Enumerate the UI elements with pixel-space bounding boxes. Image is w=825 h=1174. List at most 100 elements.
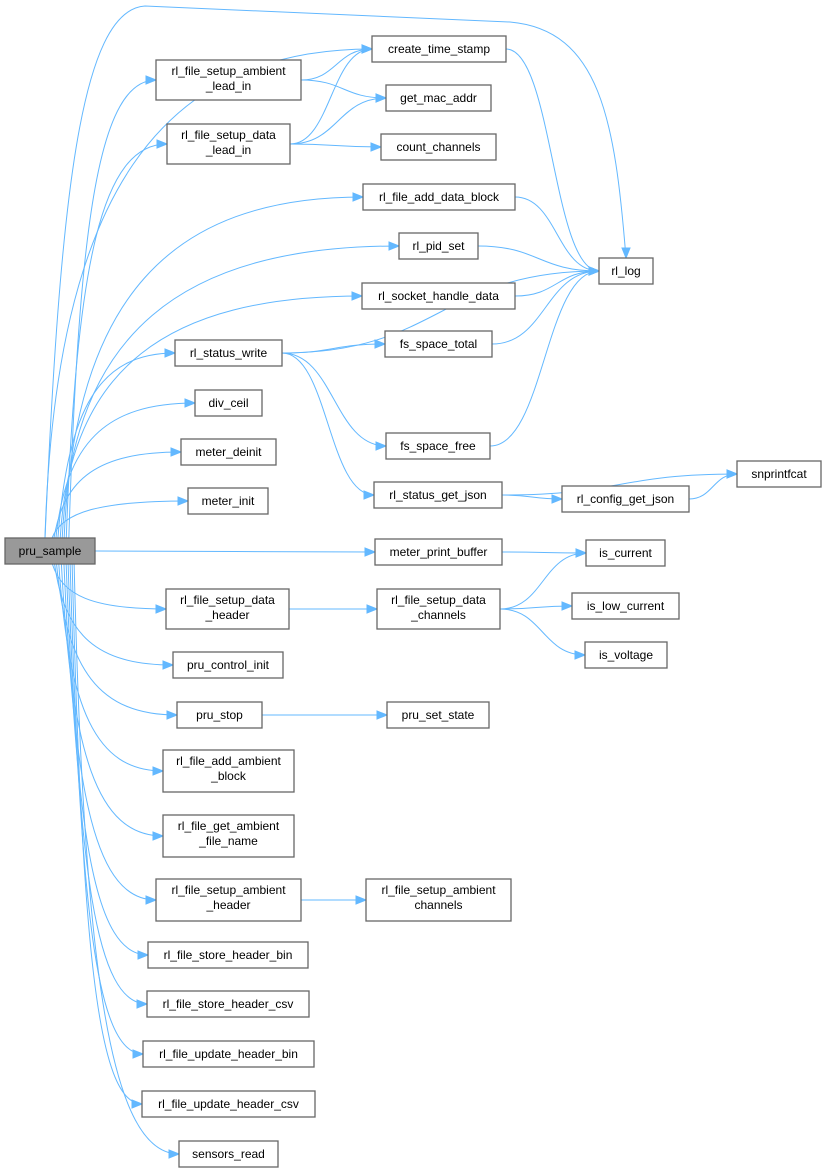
node-store-csv[interactable]: rl_file_store_header_csv xyxy=(146,990,310,1018)
node-is-low-current[interactable]: is_low_current xyxy=(571,592,680,620)
node-label: div_ceil xyxy=(208,396,248,410)
arrowhead-icon xyxy=(162,660,175,670)
arrowhead-icon xyxy=(137,950,150,960)
node-label: rl_file_store_header_csv xyxy=(163,997,294,1011)
node-meter-print[interactable]: meter_print_buffer xyxy=(374,538,503,566)
arrowhead-icon xyxy=(145,895,158,905)
node-label: _block xyxy=(210,769,247,783)
node-socket[interactable]: rl_socket_handle_data xyxy=(361,282,516,310)
node-snprintfcat[interactable]: snprintfcat xyxy=(736,460,822,488)
node-add-data-block[interactable]: rl_file_add_data_block xyxy=(362,183,516,211)
node-count-channels[interactable]: count_channels xyxy=(380,133,497,161)
node-meter-init[interactable]: meter_init xyxy=(187,487,269,515)
edge-amb_header-to-amb_channels xyxy=(300,895,368,905)
node-label: channels xyxy=(414,898,462,912)
node-box xyxy=(178,1140,279,1168)
node-label: rl_file_add_data_block xyxy=(379,190,500,204)
arrowhead-icon xyxy=(152,831,165,841)
node-store-bin[interactable]: rl_file_store_header_bin xyxy=(147,941,309,969)
node-fs-total[interactable]: fs_space_total xyxy=(384,330,493,358)
node-data-channels[interactable]: rl_file_setup_data_channels xyxy=(376,588,501,630)
node-add-amb-block[interactable]: rl_file_add_ambient_block xyxy=(162,749,295,793)
node-amb-header[interactable]: rl_file_setup_ambient_header xyxy=(155,878,302,922)
node-is-current[interactable]: is_current xyxy=(585,539,666,567)
node-label: rl_file_add_ambient xyxy=(176,754,281,768)
arrowhead-icon xyxy=(132,1049,145,1059)
node-amb-lead-in[interactable]: rl_file_setup_ambient_lead_in xyxy=(155,59,302,101)
edge-line xyxy=(55,402,196,539)
node-box xyxy=(155,59,302,101)
node-pru-control-init[interactable]: pru_control_init xyxy=(172,651,284,679)
arrowhead-icon xyxy=(588,266,601,276)
arrowhead-icon xyxy=(364,547,377,557)
edge-line xyxy=(289,48,373,145)
node-rl-log[interactable]: rl_log xyxy=(598,257,654,285)
node-data-lead-in[interactable]: rl_file_setup_data_lead_in xyxy=(166,123,291,165)
edge-pru_sample-to-meter_init xyxy=(51,496,190,539)
node-label: rl_file_setup_data xyxy=(180,593,275,607)
node-label: rl_status_get_json xyxy=(389,488,486,502)
edge-pru_stop-to-pru_set_state xyxy=(262,710,389,720)
arrowhead-icon xyxy=(166,710,179,720)
node-label: _channels xyxy=(410,608,466,622)
edge-line xyxy=(73,563,180,1155)
node-box xyxy=(376,588,501,630)
node-box xyxy=(180,438,277,466)
edge-line xyxy=(499,552,587,610)
node-div-ceil[interactable]: div_ceil xyxy=(194,389,263,417)
edge-line xyxy=(281,352,387,447)
node-box xyxy=(384,330,493,358)
arrowhead-icon xyxy=(164,348,177,358)
node-amb-file-name[interactable]: rl_file_get_ambient_file_name xyxy=(162,814,295,858)
node-status-json[interactable]: rl_status_get_json xyxy=(373,481,503,509)
edge-line xyxy=(58,563,164,772)
node-get-mac-addr[interactable]: get_mac_addr xyxy=(385,84,492,112)
arrowhead-icon xyxy=(136,999,149,1009)
node-label: snprintfcat xyxy=(751,467,807,481)
edge-config_json-to-snprintfcat xyxy=(688,469,739,500)
node-update-csv[interactable]: rl_file_update_header_csv xyxy=(141,1090,316,1118)
node-box xyxy=(386,701,490,729)
edge-add_data_block-to-rl_log xyxy=(514,196,601,276)
arrowhead-icon xyxy=(375,93,388,103)
arrowhead-icon xyxy=(361,44,374,54)
node-data-header[interactable]: rl_file_setup_data_header xyxy=(165,588,290,630)
node-fs-free[interactable]: fs_space_free xyxy=(385,432,491,460)
edge-pru_sample-to-sensors_read xyxy=(73,563,181,1159)
node-is-voltage[interactable]: is_voltage xyxy=(584,641,668,669)
edge-line xyxy=(505,48,600,272)
arrowhead-icon xyxy=(561,601,574,611)
node-label: _header xyxy=(204,608,249,622)
node-label: pru_set_state xyxy=(402,708,475,722)
edge-status_write-to-fs_free xyxy=(281,352,388,451)
edge-meter_print-to-is_current xyxy=(501,548,588,558)
node-box xyxy=(561,485,690,513)
node-meter-deinit[interactable]: meter_deinit xyxy=(180,438,277,466)
node-box xyxy=(385,432,491,460)
arrowhead-icon xyxy=(131,1099,144,1109)
edge-status_write-to-status_json xyxy=(281,352,376,500)
node-label: fs_space_total xyxy=(400,337,477,351)
node-pru-set-state[interactable]: pru_set_state xyxy=(386,701,490,729)
arrowhead-icon xyxy=(375,441,388,451)
node-label: rl_file_setup_ambient xyxy=(381,883,496,897)
node-label: _file_name xyxy=(198,834,258,848)
node-update-bin[interactable]: rl_file_update_header_bin xyxy=(142,1040,315,1068)
node-pid-set[interactable]: rl_pid_set xyxy=(398,232,479,260)
arrowhead-icon xyxy=(374,339,387,349)
node-pru-stop[interactable]: pru_stop xyxy=(176,701,263,729)
node-box xyxy=(147,941,309,969)
node-status-write[interactable]: rl_status_write xyxy=(174,339,283,367)
edge-line xyxy=(501,551,587,554)
edge-line xyxy=(281,352,375,496)
node-config-json[interactable]: rl_config_get_json xyxy=(561,485,690,513)
arrowhead-icon xyxy=(352,192,365,202)
node-pru-sample[interactable]: pru_sample xyxy=(4,537,96,565)
node-sensors-read[interactable]: sensors_read xyxy=(178,1140,279,1168)
edge-pru_sample-to-status_write xyxy=(57,348,177,539)
edge-line xyxy=(71,563,143,1105)
node-create-time-stamp[interactable]: create_time_stamp xyxy=(371,35,507,63)
arrowhead-icon xyxy=(184,398,197,408)
edge-line xyxy=(477,245,600,272)
